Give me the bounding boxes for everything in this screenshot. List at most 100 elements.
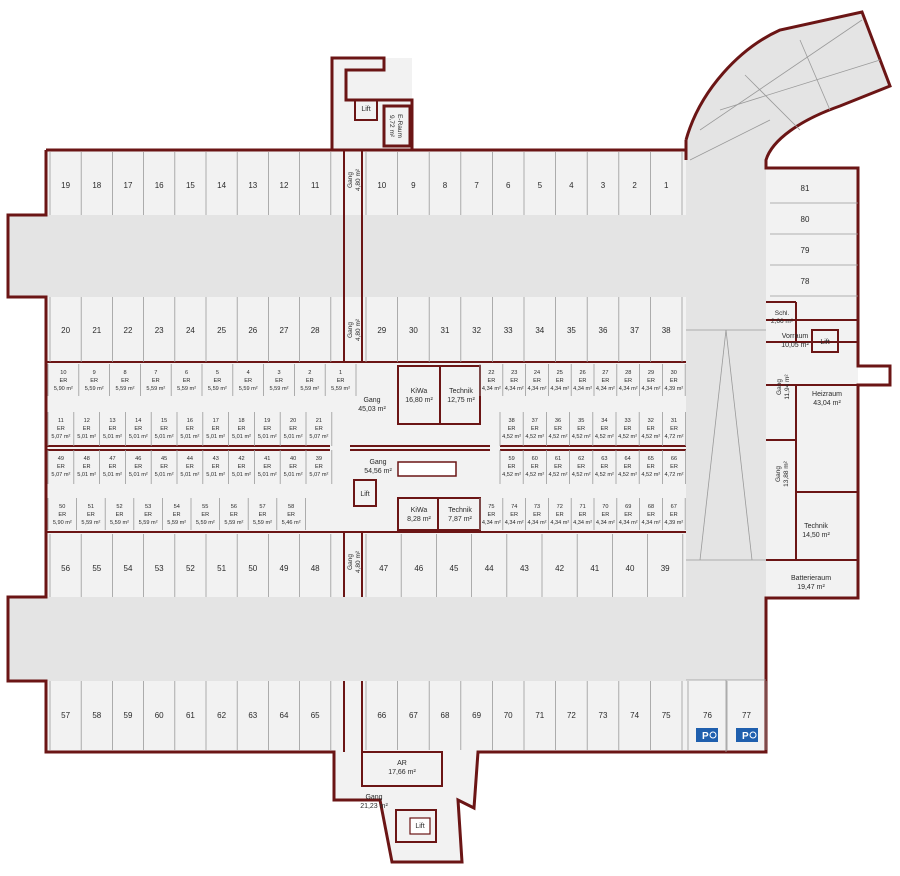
parking-space-number: 58 (92, 711, 101, 720)
vorraum-label: Vorraum (782, 333, 809, 340)
storage-unit-text: ER (508, 464, 516, 470)
storage-unit-text: ER (556, 512, 564, 518)
storage-unit-text: ER (670, 426, 678, 432)
storage-unit-text: ER (60, 378, 68, 384)
storage-unit-text: 5,59 m² (110, 520, 129, 526)
parking-space-number: 80 (801, 215, 810, 224)
parking-space-number: 67 (409, 711, 418, 720)
storage-unit-text: 4,34 m² (550, 386, 569, 392)
storage-unit-text: 56 (231, 504, 237, 510)
storage-unit-text: 4,52 m² (618, 434, 637, 440)
storage-unit-text: 4,52 m² (549, 472, 568, 478)
storage-unit-text: 75 (488, 504, 494, 510)
storage-unit-text: 5,01 m² (129, 434, 148, 440)
parking-space-number: 7 (474, 181, 479, 190)
storage-unit-text: 4,34 m² (482, 386, 501, 392)
storage-unit-text: 40 (290, 456, 296, 462)
parking-space-number: 25 (217, 326, 226, 335)
storage-unit-text: 14 (135, 418, 141, 424)
storage-unit-text: ER (554, 464, 562, 470)
storage-unit-text: 5,59 m² (196, 520, 215, 526)
storage-unit-text: ER (601, 464, 609, 470)
storage-unit-text: 58 (288, 504, 294, 510)
parking-space-number: 71 (535, 711, 544, 720)
storage-unit-text: ER (577, 464, 585, 470)
svg-text:P: P (702, 731, 709, 742)
parking-space-number: 79 (801, 246, 810, 255)
storage-unit-text: ER (186, 426, 194, 432)
technik-top-area: 12,75 m² (447, 397, 475, 404)
gang-right1-area: 11,94 m² (784, 374, 791, 400)
storage-unit-text: 5,01 m² (232, 472, 251, 478)
storage-unit-text: ER (238, 464, 246, 470)
storage-unit-text: 5,59 m² (239, 386, 258, 392)
storage-unit-text: ER (602, 512, 610, 518)
storage-unit-text: 4,34 m² (573, 386, 592, 392)
eraum-label: E-Raum (396, 114, 403, 138)
parking-space-number: 33 (504, 326, 513, 335)
parking-space-number: 5 (538, 181, 543, 190)
schl-area: 2,66 m² (771, 318, 794, 325)
storage-unit-text: ER (83, 464, 91, 470)
parking-space-number: 62 (217, 711, 226, 720)
gang-lower-label: Gang (347, 554, 354, 570)
storage-unit-text: ER (287, 512, 295, 518)
storage-unit-text: 5,07 m² (51, 472, 70, 478)
storage-unit-text: 64 (624, 456, 630, 462)
parking-space-number: 74 (630, 711, 639, 720)
storage-unit-text: 4,52 m² (525, 434, 544, 440)
storage-unit-text: 4,52 m² (595, 434, 614, 440)
parking-space-number: 6 (506, 181, 511, 190)
storage-unit-text: 5,01 m² (155, 472, 174, 478)
parking-space-number: 23 (155, 326, 164, 335)
storage-unit-text: 5,59 m² (81, 520, 100, 526)
storage-unit-text: 10 (60, 370, 66, 376)
parking-space-number: 57 (61, 711, 70, 720)
storage-unit-text: ER (173, 512, 181, 518)
storage-unit-text: 11 (58, 418, 64, 424)
lift-bottom-label: Lift (415, 823, 424, 830)
parking-space-number: 48 (311, 564, 320, 573)
storage-unit-text: ER (670, 512, 678, 518)
storage-unit-text: 5,46 m² (282, 520, 301, 526)
storage-unit-text: 28 (625, 370, 631, 376)
storage-unit-text: 4,34 m² (505, 520, 524, 526)
storage-unit-text: 37 (532, 418, 538, 424)
storage-unit-text: ER (289, 426, 297, 432)
storage-unit-text: 4,72 m² (665, 472, 684, 478)
storage-unit-text: ER (647, 426, 655, 432)
storage-unit-text: 13 (109, 418, 115, 424)
parking-space-number: 41 (590, 564, 599, 573)
storage-unit-text: 22 (488, 370, 494, 376)
batterie-area: 19,47 m² (797, 584, 825, 591)
storage-unit-text: 4,34 m² (596, 520, 615, 526)
storage-unit-text: 7 (154, 370, 157, 376)
storage-unit-text: 5,59 m² (300, 386, 319, 392)
gang-right1-label: Gang (776, 379, 783, 395)
storage-unit-text: ER (230, 512, 238, 518)
storage-unit-text: 47 (109, 456, 115, 462)
storage-unit-text: 5,01 m² (258, 434, 277, 440)
storage-unit-text: ER (315, 464, 323, 470)
storage-unit-text: ER (259, 512, 267, 518)
parking-space-number: 32 (472, 326, 481, 335)
storage-unit-text: 46 (135, 456, 141, 462)
storage-unit-text: ER (647, 512, 655, 518)
parking-space-number: 16 (155, 181, 164, 190)
heizraum-label: Heizraum (812, 391, 842, 398)
parking-space-number: 1 (664, 181, 669, 190)
storage-unit-text: 5,01 m² (155, 434, 174, 440)
storage-unit-text: 4,34 m² (642, 386, 661, 392)
room-labels: Lift E-Raum 9,72 m² Gang 4,80 m² Gang 4,… (347, 99, 842, 830)
storage-unit-text: ER (90, 378, 98, 384)
parking-space-number: 51 (217, 564, 226, 573)
storage-unit-text: 4,34 m² (528, 520, 547, 526)
storage-unit-text: 63 (601, 456, 607, 462)
parking-space-number: 40 (626, 564, 635, 573)
kiwa-mid-label: KiWa (411, 507, 428, 514)
storage-unit-text: ER (602, 378, 610, 384)
storage-unit-text: 12 (84, 418, 90, 424)
storage-unit-text: 39 (316, 456, 322, 462)
storage-unit-text: 61 (555, 456, 561, 462)
parking-space-number: 15 (186, 181, 195, 190)
